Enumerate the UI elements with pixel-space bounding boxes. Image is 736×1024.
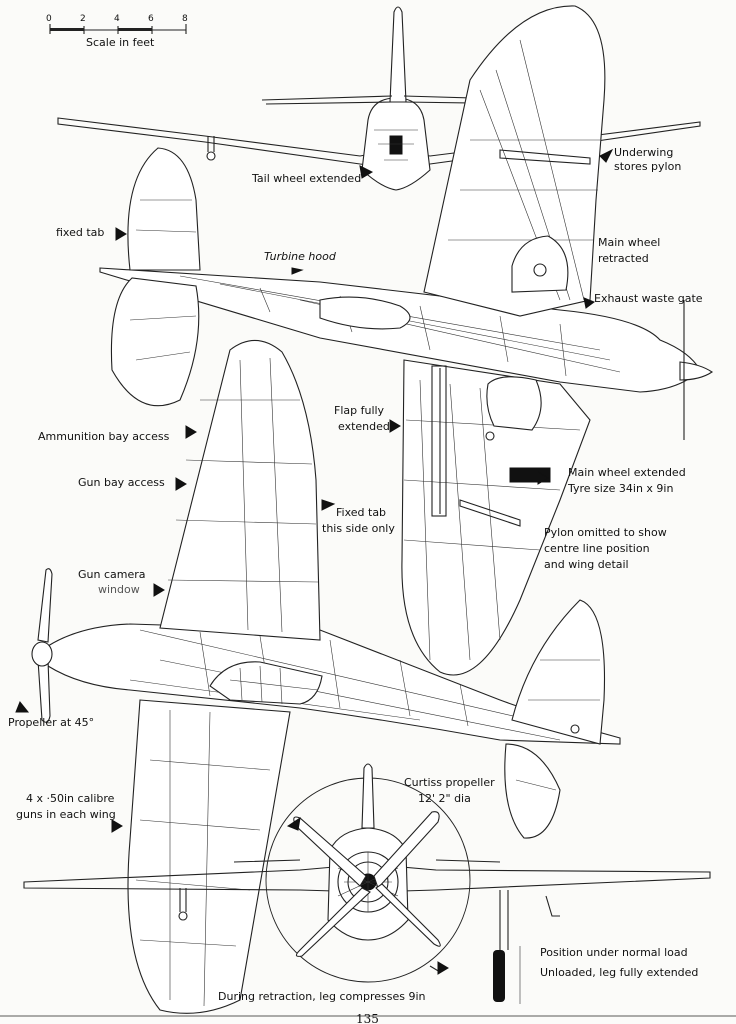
label-flap-2: extended bbox=[338, 420, 390, 433]
scale-bar bbox=[49, 24, 187, 34]
label-curtiss-2: 12' 2" dia bbox=[418, 792, 471, 805]
label-gun-camera-1: Gun camera bbox=[78, 568, 146, 581]
label-exhaust-gate: Exhaust waste gate bbox=[594, 292, 703, 305]
front-view bbox=[23, 763, 711, 1004]
scale-tick-4: 4 bbox=[114, 14, 120, 24]
label-fixed-tab-side-2: this side only bbox=[322, 522, 395, 535]
label-gun-camera-2: window bbox=[98, 583, 140, 596]
scale-tick-6: 6 bbox=[148, 14, 154, 24]
rear-view bbox=[57, 6, 701, 191]
callout-arrows bbox=[15, 148, 614, 975]
label-pylon-omitted-2: centre line position bbox=[544, 542, 650, 555]
label-main-wheel-extended-1: Main wheel extended bbox=[568, 466, 686, 479]
label-underwing-pylon-2: stores pylon bbox=[614, 160, 682, 173]
label-pylon-omitted-3: and wing detail bbox=[544, 558, 629, 571]
label-fixed-tab: fixed tab bbox=[56, 226, 105, 239]
label-curtiss-1: Curtiss propeller bbox=[404, 776, 495, 789]
scale-tick-0: 0 bbox=[46, 14, 52, 24]
label-unloaded: Unloaded, leg fully extended bbox=[540, 966, 699, 979]
label-guns-2: guns in each wing bbox=[16, 808, 116, 821]
label-retraction: During retraction, leg compresses 9in bbox=[218, 990, 426, 1003]
label-normal-load: Position under normal load bbox=[540, 946, 688, 959]
label-gun-bay: Gun bay access bbox=[78, 476, 165, 489]
side-view bbox=[31, 339, 621, 1014]
plan-view-upper bbox=[99, 5, 713, 676]
scale-label: Scale in feet bbox=[86, 36, 155, 49]
label-main-wheel-retracted-1: Main wheel bbox=[598, 236, 661, 249]
label-propeller-45: Propeller at 45° bbox=[8, 716, 95, 729]
label-underwing-pylon-1: Underwing bbox=[614, 146, 674, 159]
label-turbine-hood: Turbine hood bbox=[264, 250, 336, 263]
label-ammo-bay: Ammunition bay access bbox=[38, 430, 170, 443]
label-fixed-tab-side-1: Fixed tab bbox=[336, 506, 387, 519]
label-flap-1: Flap fully bbox=[334, 404, 385, 417]
scale-tick-2: 2 bbox=[80, 14, 86, 24]
label-main-wheel-retracted-2: retracted bbox=[598, 252, 649, 265]
label-tail-wheel: Tail wheel extended bbox=[252, 172, 362, 185]
scale-tick-8: 8 bbox=[182, 14, 188, 24]
label-guns-1: 4 x ·50in calibre bbox=[26, 792, 115, 805]
label-pylon-omitted-1: Pylon omitted to show bbox=[544, 526, 667, 539]
page-number: 135 bbox=[356, 1012, 379, 1024]
label-main-wheel-extended-2: Tyre size 34in x 9in bbox=[568, 482, 674, 495]
